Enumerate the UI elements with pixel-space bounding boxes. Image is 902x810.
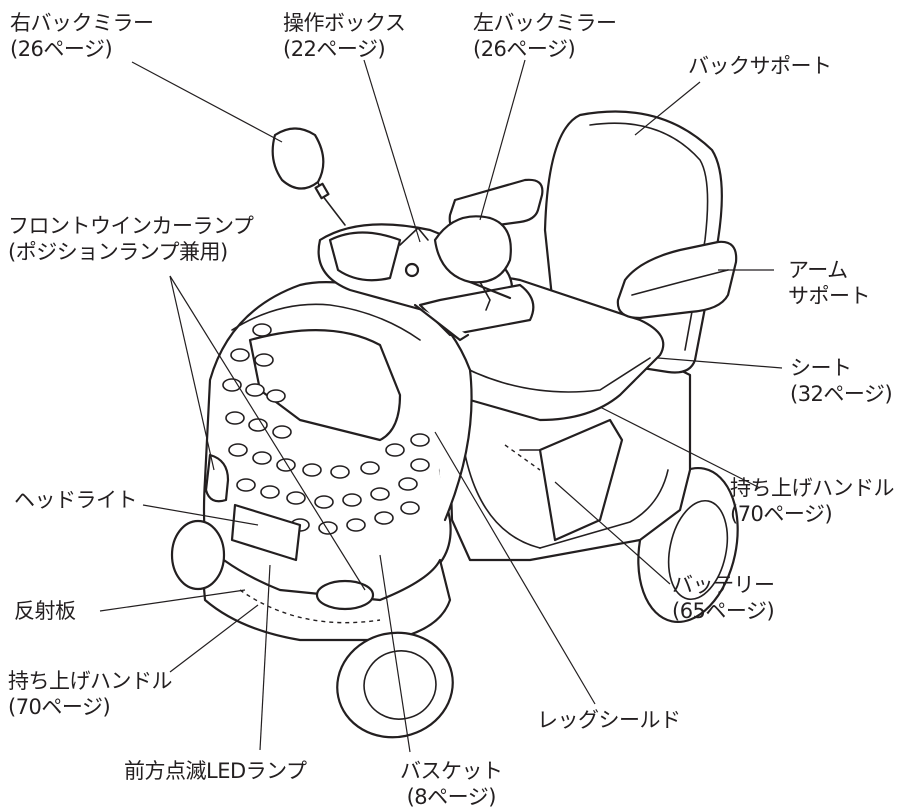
lift-handle-rear-name: 持ち上げハンドル [730, 476, 895, 500]
control-box-name: 操作ボックス [283, 11, 406, 35]
basket-holes [222, 323, 430, 535]
right-mirror-name: 右バックミラー [10, 11, 154, 35]
label-front-winker: フロントウインカーランプ (ポジションランプ兼用) [8, 213, 254, 265]
arm-support-line2: サポート [788, 284, 871, 308]
leader-lines [99, 59, 783, 753]
tiller-console [317, 223, 535, 342]
front-skirt [198, 453, 452, 642]
headlight-name: ヘッドライト [14, 488, 138, 512]
label-leg-shield: レッグシールド [537, 707, 681, 733]
basket-name: バスケット [400, 759, 503, 783]
seat-page: (32ページ) [790, 382, 893, 406]
front-wheel-right [336, 631, 454, 739]
label-arm-support: アーム サポート [788, 257, 871, 309]
label-back-support: バックサポート [688, 53, 832, 79]
label-front-led: 前方点滅LEDランプ [124, 758, 307, 784]
label-reflector: 反射板 [14, 598, 76, 624]
reflector-name: 反射板 [14, 599, 76, 623]
label-seat: シート (32ページ) [790, 355, 893, 407]
lift-handle-front-page: (70ページ) [8, 695, 111, 719]
seat-name: シート [790, 356, 852, 380]
control-box-page: (22ページ) [283, 37, 386, 61]
lift-handle-rear-page: (70ページ) [730, 502, 833, 526]
arm-support-right [616, 240, 738, 320]
label-lift-handle-front: 持ち上げハンドル (70ページ) [8, 668, 173, 720]
label-lift-handle-rear: 持ち上げハンドル (70ページ) [730, 475, 895, 527]
right-mirror-page: (26ページ) [10, 37, 113, 61]
label-right-mirror: 右バックミラー (26ページ) [10, 10, 154, 62]
battery-page: (65ページ) [672, 599, 775, 623]
arm-support-line1: アーム [788, 258, 848, 282]
label-basket: バスケット (8ページ) [400, 758, 503, 810]
front-wheel-left [170, 519, 226, 591]
label-control-box: 操作ボックス (22ページ) [283, 10, 406, 62]
left-mirror-page: (26ページ) [473, 37, 576, 61]
back-support-name: バックサポート [688, 54, 832, 78]
basket-page: (8ページ) [406, 785, 497, 809]
front-winker-page: (ポジションランプ兼用) [8, 240, 228, 264]
leg-shield-name: レッグシールド [537, 708, 681, 732]
label-left-mirror: 左バックミラー (26ページ) [473, 10, 617, 62]
front-led-name: 前方点滅LEDランプ [124, 759, 307, 783]
left-mirror [433, 215, 512, 311]
label-headlight: ヘッドライト [14, 487, 138, 513]
lift-handle-front-name: 持ち上げハンドル [8, 669, 173, 693]
right-mirror [271, 127, 346, 226]
left-mirror-name: 左バックミラー [473, 11, 617, 35]
label-battery: バッテリー (65ページ) [672, 572, 775, 624]
front-winker-name: フロントウインカーランプ [8, 214, 254, 238]
battery-name: バッテリー [672, 573, 775, 597]
